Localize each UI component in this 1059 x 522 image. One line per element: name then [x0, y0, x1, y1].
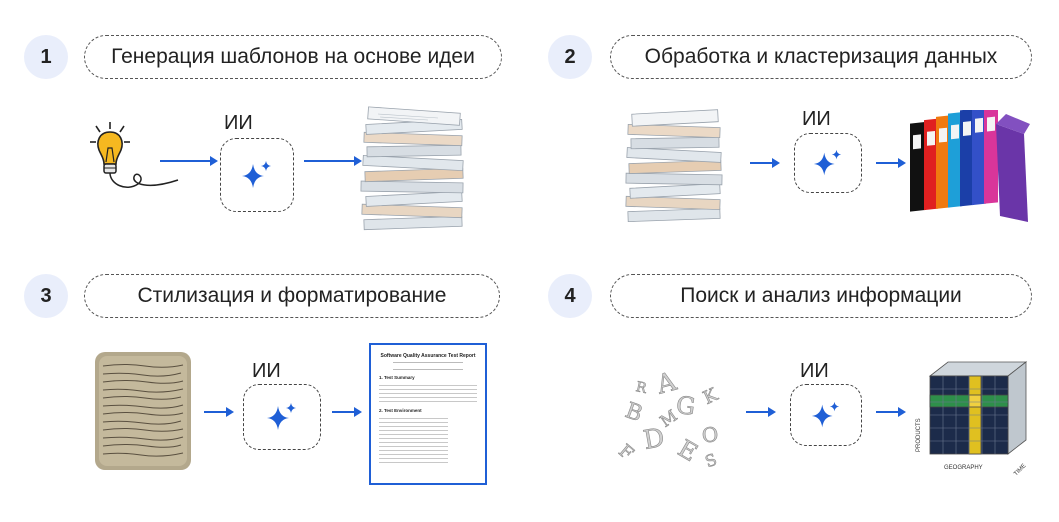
formatted-report: Software Quality Assurance Test Report 1…	[369, 343, 487, 485]
flow-arrow	[876, 406, 906, 418]
flow-arrow	[332, 406, 362, 418]
flow-arrow	[876, 157, 906, 169]
lightbulb-icon	[86, 122, 186, 202]
cube-axis-time: TIME	[1013, 463, 1027, 477]
paper-stack-image	[358, 106, 468, 234]
flow-arrow	[304, 155, 362, 167]
sparkle-icon	[240, 158, 274, 192]
cube-axis-products: PRODUCTS	[916, 418, 922, 452]
flow-arrow	[204, 406, 234, 418]
svg-text:E: E	[673, 434, 702, 467]
report-section-heading: 1. Test Summary	[379, 375, 415, 380]
sparkle-icon	[812, 147, 844, 179]
paper-stack-image	[624, 106, 724, 224]
binders-image	[906, 110, 1030, 226]
report-title: Software Quality Assurance Test Report	[380, 353, 476, 359]
svg-text:R: R	[634, 379, 648, 397]
svg-text:O: O	[701, 422, 719, 447]
svg-text:G: G	[674, 391, 697, 421]
step-3-number: 3	[24, 274, 68, 318]
svg-text:D: D	[641, 423, 667, 456]
ai-box	[790, 384, 862, 446]
cube-axis-geography: GEOGRAPHY	[944, 465, 983, 471]
step-4-title: Поиск и анализ информации	[610, 274, 1032, 318]
ai-label: ИИ	[252, 360, 281, 382]
sparkle-icon	[810, 399, 842, 431]
sparkle-icon	[265, 400, 299, 434]
ai-box	[794, 133, 862, 193]
step-2-number: 2	[548, 35, 592, 79]
report-placeholder-lines	[393, 362, 463, 370]
ai-label: ИИ	[800, 360, 829, 382]
report-placeholder-lines	[379, 382, 477, 404]
ai-box	[243, 384, 321, 450]
svg-text:B: B	[622, 398, 646, 427]
step-2-title: Обработка и кластеризация данных	[610, 35, 1032, 79]
report-section-heading: 2. Test Environment	[379, 408, 422, 413]
flow-arrow	[160, 155, 218, 167]
svg-text:F: F	[616, 440, 637, 464]
step-1-number: 1	[24, 35, 68, 79]
scattered-letters-image: A B G K D E O F M R S	[616, 362, 734, 472]
step-4-number: 4	[548, 274, 592, 318]
flow-arrow	[750, 157, 780, 169]
ai-label: ИИ	[224, 112, 253, 134]
manuscript-image	[95, 352, 191, 470]
olap-cube-image: PRODUCTS GEOGRAPHY TIME	[908, 356, 1034, 486]
ai-box	[220, 138, 294, 212]
svg-text:K: K	[700, 384, 722, 409]
ai-label: ИИ	[802, 108, 831, 130]
report-placeholder-lines	[379, 415, 448, 465]
step-1-title: Генерация шаблонов на основе идеи	[84, 35, 502, 79]
svg-text:S: S	[703, 450, 720, 472]
step-3-title: Стилизация и форматирование	[84, 274, 500, 318]
flow-arrow	[746, 406, 776, 418]
